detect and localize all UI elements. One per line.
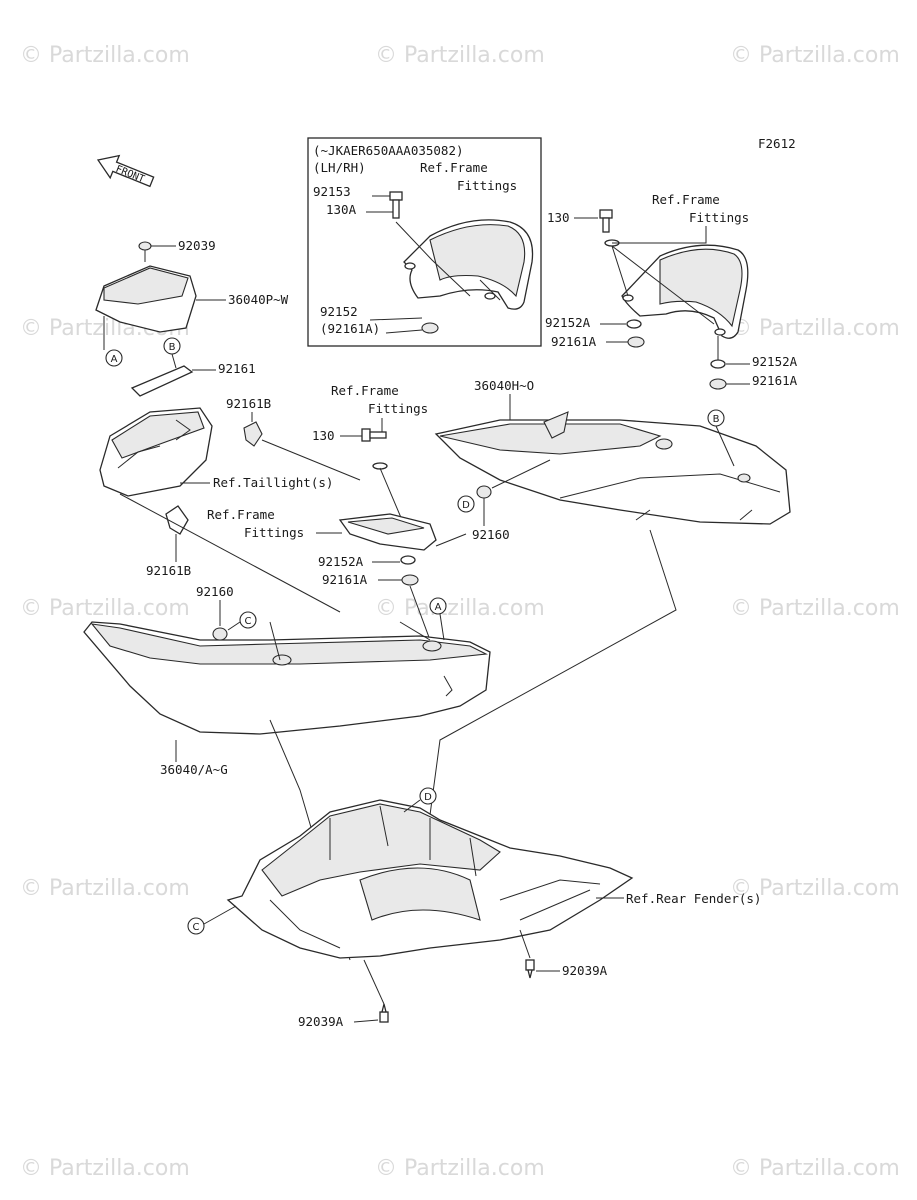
callout-a-left [105,349,123,367]
svg-text:D: D [424,792,432,803]
callouts-top-left: A B [105,337,181,369]
watermark: © Partzilla.com [20,1156,190,1181]
label-92039: 92039 [178,238,216,253]
svg-text:B: B [169,342,176,353]
watermark: © Partzilla.com [375,1156,545,1181]
inset-box: (~JKAER650AAA035082) (LH/RH) Ref.Frame F… [307,137,542,347]
label-92152a-center: 92152A [318,554,364,569]
inset-model-range: (~JKAER650AAA035082) [313,143,464,158]
svg-text:A: A [435,602,442,613]
label-ref-frame-center: Ref.Frame [331,383,399,398]
label-ref-taillight: Ref.Taillight(s) [213,475,333,490]
label-92039a-bottom: 92039A [298,1014,344,1029]
inset-ref-frame: Ref.Frame [420,160,488,175]
callout-c-tray [187,917,205,935]
label-36040-a-g: 36040/A~G [160,762,228,777]
watermarks: © Partzilla.com © Partzilla.com © Partzi… [20,43,900,1181]
watermark: © Partzilla.com [20,596,190,621]
label-ref-rear-fender: Ref.Rear Fender(s) [626,891,761,906]
side-cover-right: 36040H~O B 92160 D [429,378,791,816]
svg-text:D: D [462,500,470,511]
label-92152a-r2: 92152A [752,354,798,369]
label-92039a-right: 92039A [562,963,608,978]
label-92152a-r1: 92152A [545,315,591,330]
svg-text:C: C [245,616,252,627]
callout-d-right [457,495,475,513]
label-92161a-center: 92161A [322,572,368,587]
center-fittings: Ref.Frame Fittings 130 Ref.Frame Fitting… [207,383,467,641]
front-arrow: FRONT [96,154,155,188]
inset-side: (LH/RH) [313,160,366,175]
screw-icon [379,1003,389,1023]
label-fittings-right: Fittings [689,210,749,225]
watermark: © Partzilla.com [20,43,190,68]
label-130: 130 [547,210,570,225]
callout-c-left [239,611,257,629]
svg-text:A: A [111,354,118,365]
inset-part-92152: 92152 [320,304,358,319]
watermark: © Partzilla.com [730,876,900,901]
label-130-center: 130 [312,428,335,443]
svg-text:B: B [713,414,720,425]
callout-a-center [429,597,447,615]
watermark: © Partzilla.com [375,43,545,68]
bolt-icon [389,191,403,219]
callout-d-tray [419,787,437,805]
label-36040p-w: 36040P~W [228,292,289,307]
screw-icon [525,959,535,979]
under-tray: D C Ref.Rear Fender(s) 92039A 92039A [187,787,761,1029]
inset-part-130a: 130A [326,202,357,217]
label-92161b-top: 92161B [226,396,271,411]
grommet-icon [421,322,439,334]
label-92160-left: 92160 [196,584,234,599]
label-92161a-r2: 92161A [752,373,798,388]
grab-handle-right: 130 Ref.Frame Fittings 92152A 92161A 921… [545,192,798,390]
label-ref-frame-mid: Ref.Frame [207,507,275,522]
svg-text:C: C [193,922,200,933]
label-92161b-bot: 92161B [146,563,191,578]
watermark: © Partzilla.com [375,596,545,621]
label-92161a-r1: 92161A [551,334,597,349]
taillight-assembly: 92161B Ref.Taillight(s) 92161B [99,396,361,613]
label-36040h-o: 36040H~O [474,378,534,393]
watermark: © Partzilla.com [730,596,900,621]
inset-part-92153: 92153 [313,184,351,199]
seat-cowl-piece: 92039 36040P~W 92161 [95,238,289,397]
label-fittings-mid: Fittings [244,525,304,540]
label-92160-right: 92160 [472,527,510,542]
figure-code: F2612 [758,136,796,151]
label-fittings-center: Fittings [368,401,428,416]
watermark: © Partzilla.com [20,876,190,901]
inset-part-92161a: (92161A) [320,321,380,336]
side-cover-left: 92160 C A 36040/A~G [83,584,491,961]
label-ref-frame-right: Ref.Frame [652,192,720,207]
watermark: © Partzilla.com [730,43,900,68]
watermark: © Partzilla.com [730,1156,900,1181]
watermark: © Partzilla.com [730,316,900,341]
label-92161: 92161 [218,361,256,376]
inset-ref-fittings: Fittings [457,178,517,193]
